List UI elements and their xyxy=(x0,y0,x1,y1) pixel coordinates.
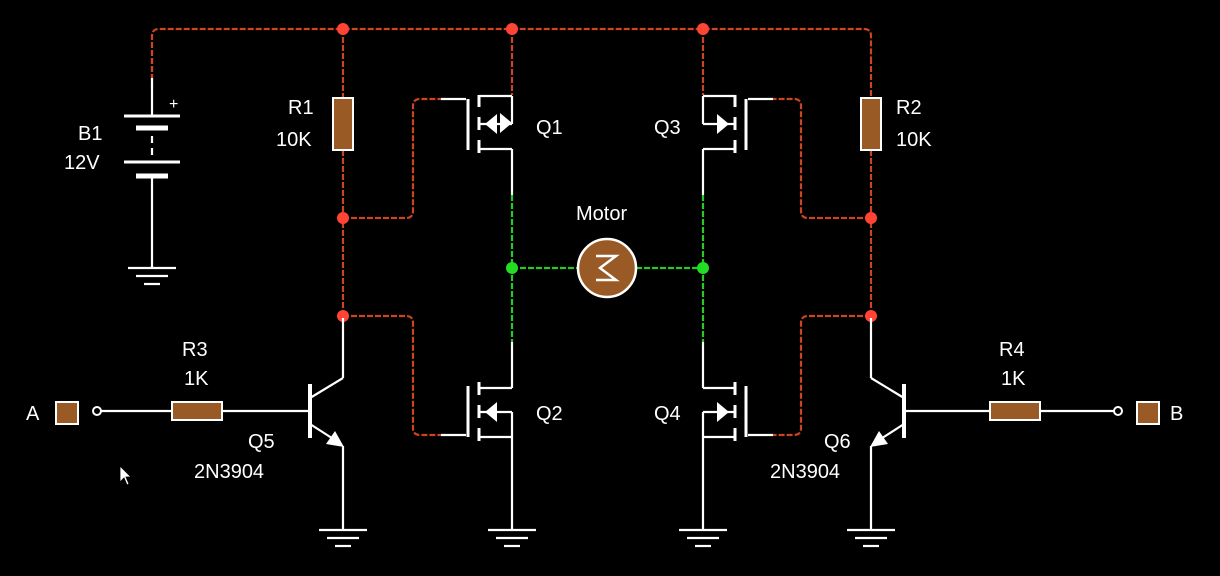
wire-top-rail xyxy=(150,27,873,88)
battery-plus-label: + xyxy=(169,96,178,113)
r1-name-label: R1 xyxy=(288,97,314,119)
wire-q3-gate xyxy=(773,97,871,220)
junction-dot xyxy=(337,23,349,35)
battery-b1[interactable] xyxy=(124,78,180,286)
r1-value-label: 10K xyxy=(276,129,312,151)
junction-dot xyxy=(697,23,709,35)
motor-coil-icon xyxy=(596,254,620,282)
r3-name-label: R3 xyxy=(182,339,208,361)
input-terminal-a[interactable] xyxy=(55,401,79,425)
input-terminal-b[interactable] xyxy=(1136,401,1160,425)
junction-dot xyxy=(506,262,518,274)
wire-q1-gate xyxy=(343,97,441,220)
junction-dot xyxy=(865,310,877,322)
mosfet-q1[interactable] xyxy=(441,94,514,195)
q5-part-label: 2N3904 xyxy=(194,461,264,483)
r4-value-label: 1K xyxy=(1001,368,1026,390)
input-b-pin xyxy=(1113,406,1123,416)
input-a-label: A xyxy=(26,403,40,425)
b1-name-label: B1 xyxy=(78,123,102,145)
mosfet-q2[interactable] xyxy=(441,342,536,548)
q5-name-label: Q5 xyxy=(248,431,275,453)
r2-value-label: 10K xyxy=(896,129,932,151)
r2-name-label: R2 xyxy=(896,97,922,119)
resistor-r2[interactable] xyxy=(860,97,882,151)
q6-part-label: 2N3904 xyxy=(770,461,840,483)
input-a-pin xyxy=(92,406,102,416)
wire-q4-gate xyxy=(773,314,871,437)
junction-dot xyxy=(865,212,877,224)
motor-label: Motor xyxy=(576,203,627,225)
q2-name-label: Q2 xyxy=(536,403,563,425)
resistor-r4[interactable] xyxy=(989,401,1041,421)
q4-name-label: Q4 xyxy=(654,403,681,425)
junction-dot xyxy=(506,23,518,35)
q6-name-label: Q6 xyxy=(824,431,851,453)
transistor-q5[interactable] xyxy=(308,318,367,548)
mosfet-q4[interactable] xyxy=(679,342,773,548)
junction-dot xyxy=(337,310,349,322)
wire-q2-gate xyxy=(343,314,441,437)
junction-dot xyxy=(697,262,709,274)
mosfet-q3[interactable] xyxy=(701,94,773,195)
resistor-r1[interactable] xyxy=(332,97,354,151)
input-b-label: B xyxy=(1170,403,1183,425)
b1-value-label: 12V xyxy=(64,152,100,174)
wire-motor-left xyxy=(510,195,578,342)
r4-name-label: R4 xyxy=(999,339,1025,361)
junction-dot xyxy=(337,212,349,224)
resistor-r3[interactable] xyxy=(171,401,223,421)
wire-motor-right xyxy=(636,195,705,342)
motor[interactable] xyxy=(576,237,638,299)
transistor-q6[interactable] xyxy=(847,318,906,548)
mouse-cursor-icon xyxy=(119,465,132,486)
q3-name-label: Q3 xyxy=(654,117,681,139)
r3-value-label: 1K xyxy=(184,368,209,390)
q1-name-label: Q1 xyxy=(536,117,563,139)
